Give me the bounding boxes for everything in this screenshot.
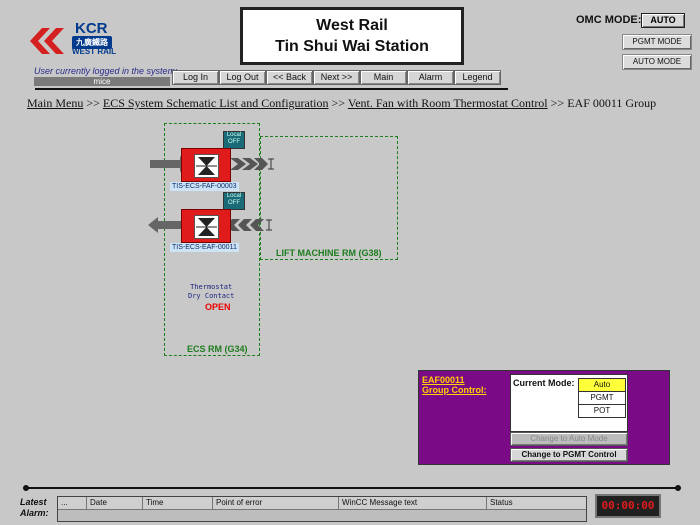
alarm-col-time: Time bbox=[142, 497, 212, 509]
group-control-title-line1: EAF00011 bbox=[422, 375, 465, 385]
bottom-divider bbox=[26, 487, 677, 489]
mode-auto: Auto bbox=[578, 378, 626, 392]
alarm-col-date: Date bbox=[86, 497, 142, 509]
ecs-room-label: ECS RM (G34) bbox=[187, 344, 248, 354]
thermostat-status: OPEN bbox=[205, 302, 231, 312]
alarm-table[interactable]: ... Date Time Point of error WinCC Messa… bbox=[57, 496, 587, 522]
next-button[interactable]: Next >> bbox=[313, 70, 360, 85]
mode-pot: POT bbox=[578, 404, 626, 418]
user-label: User currently logged in the system: bbox=[34, 66, 178, 76]
login-button[interactable]: Log In bbox=[172, 70, 219, 85]
change-to-auto-button[interactable]: Change to Auto Mode bbox=[510, 432, 628, 446]
breadcrumb-separator: >> bbox=[331, 96, 346, 110]
fan-2-symbol[interactable] bbox=[181, 209, 231, 243]
logo-brand: KCR bbox=[75, 20, 108, 37]
alarm-col-point: Point of error bbox=[212, 497, 338, 509]
nav-bar: Log In Log Out << Back Next >> Main Alar… bbox=[172, 70, 501, 85]
pgmt-mode-button[interactable]: PGMT MODE bbox=[622, 34, 692, 50]
fan-1-symbol[interactable] bbox=[181, 148, 231, 182]
user-name: mice bbox=[34, 77, 170, 86]
current-mode-label: Current Mode: bbox=[513, 378, 575, 388]
fan-icon bbox=[196, 157, 217, 175]
breadcrumb: Main Menu >> ECS System Schematic List a… bbox=[27, 96, 656, 111]
divider-end-icon bbox=[675, 485, 681, 491]
thermostat-line2: Dry Contact bbox=[188, 292, 235, 300]
omc-mode-value: AUTO bbox=[641, 13, 685, 28]
breadcrumb-vent-fan[interactable]: Vent. Fan with Room Thermostat Control bbox=[347, 96, 548, 110]
lift-room-label: LIFT MACHINE RM (G38) bbox=[276, 248, 382, 258]
auto-mode-button[interactable]: AUTO MODE bbox=[622, 54, 692, 70]
alarm-table-header: ... Date Time Point of error WinCC Messa… bbox=[58, 497, 586, 510]
current-mode-panel: Current Mode: Auto PGMT POT bbox=[510, 374, 628, 432]
legend-button[interactable]: Legend bbox=[454, 70, 501, 85]
divider-end-icon bbox=[23, 485, 29, 491]
group-control-title[interactable]: EAF00011 Group Control: bbox=[422, 375, 487, 395]
system-clock: 00:00:00 bbox=[595, 494, 661, 518]
latest-alarm-line1: Latest bbox=[20, 497, 47, 507]
change-to-pgmt-button[interactable]: Change to PGMT Control bbox=[510, 448, 628, 462]
logout-button[interactable]: Log Out bbox=[219, 70, 266, 85]
omc-mode-label: OMC MODE: bbox=[576, 14, 642, 26]
group-control-title-line2: Group Control: bbox=[422, 385, 487, 395]
fan-1-local-indicator: Local OFF bbox=[223, 131, 245, 149]
alarm-col-status: Status bbox=[486, 497, 586, 509]
fan-1-tag[interactable]: TIS-ECS-FAF-00003 bbox=[170, 182, 239, 191]
logo-chinese: 九廣鐵路 bbox=[72, 36, 112, 49]
fan-2-tag[interactable]: TIS-ECS-EAF-00011 bbox=[170, 243, 239, 252]
thermostat-label: Thermostat Dry Contact bbox=[188, 283, 234, 301]
alarm-col-message: WinCC Message text bbox=[338, 497, 486, 509]
alarm-col-index: ... bbox=[58, 497, 86, 509]
fan-1-local-line1: Local bbox=[226, 132, 242, 138]
lift-room-boundary bbox=[260, 136, 398, 260]
fan-2-local-indicator: Local OFF bbox=[223, 192, 245, 210]
alarm-button[interactable]: Alarm bbox=[407, 70, 454, 85]
breadcrumb-current: EAF 00011 Group bbox=[567, 96, 657, 110]
latest-alarm-label: Latest Alarm: bbox=[20, 497, 49, 519]
main-button[interactable]: Main bbox=[360, 70, 407, 85]
title-line2: Tin Shui Wai Station bbox=[275, 38, 429, 55]
breadcrumb-ecs-list[interactable]: ECS System Schematic List and Configurat… bbox=[102, 96, 329, 110]
station-title-box: West Rail Tin Shui Wai Station bbox=[240, 7, 464, 65]
thermostat-line1: Thermostat bbox=[190, 283, 233, 291]
breadcrumb-separator: >> bbox=[86, 96, 100, 110]
breadcrumb-separator: >> bbox=[550, 96, 565, 110]
breadcrumb-main-menu[interactable]: Main Menu bbox=[27, 96, 84, 110]
fan-2-local-line2: OFF bbox=[228, 200, 240, 206]
ecs-room-boundary bbox=[164, 123, 260, 356]
fan-2-local-line1: Local bbox=[226, 193, 242, 199]
nav-divider bbox=[35, 88, 508, 90]
latest-alarm-line2: Alarm: bbox=[20, 508, 49, 518]
back-button[interactable]: << Back bbox=[266, 70, 313, 85]
fan-icon bbox=[196, 218, 217, 236]
title-line1: West Rail bbox=[316, 17, 388, 34]
group-control-panel: EAF00011 Group Control: Current Mode: Au… bbox=[418, 370, 670, 465]
fan-1-local-line2: OFF bbox=[228, 139, 240, 145]
mode-pgmt: PGMT bbox=[578, 391, 626, 405]
kcr-logo-icon bbox=[30, 28, 64, 54]
logo-sub: WEST RAIL bbox=[72, 47, 116, 56]
